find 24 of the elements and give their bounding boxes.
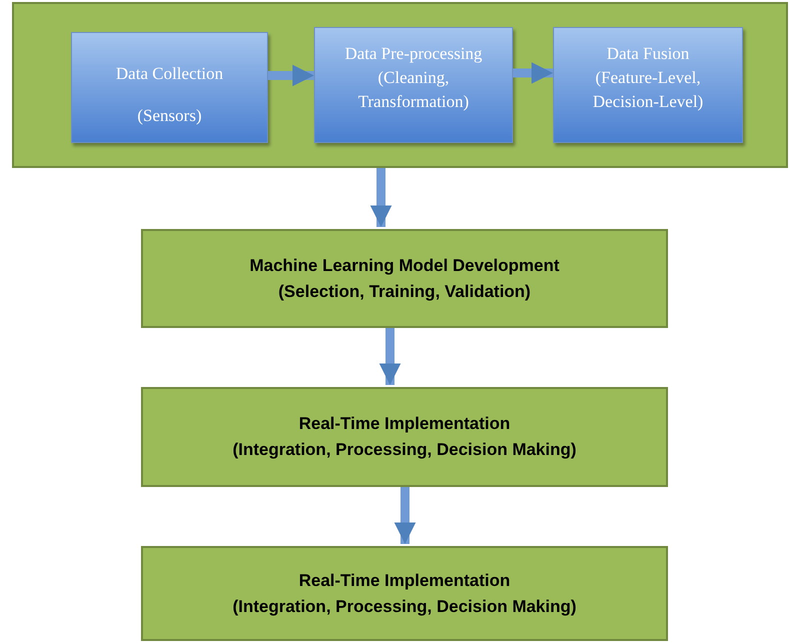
box-text: (Integration, Processing, Decision Making) (232, 596, 576, 618)
box-text: Machine Learning Model Development (250, 254, 560, 276)
process-box (314, 27, 513, 143)
box-text: (Cleaning, Transformation) (357, 67, 470, 113)
container-box (12, 2, 788, 168)
arrow (379, 328, 401, 385)
box-text: (Sensors) (137, 104, 202, 126)
box-text: Real-Time Implementation (298, 413, 510, 435)
box-text: (Feature-Level, Decision-Level) (592, 67, 704, 113)
process-box (71, 32, 268, 143)
box-text: (Selection, Training, Validation) (278, 280, 531, 302)
box-text: Real-Time Implementation (298, 570, 510, 592)
arrow (394, 487, 416, 544)
process-box (141, 546, 668, 641)
process-box (141, 387, 668, 487)
box-text: Data Fusion (606, 43, 690, 65)
box-text: Data Pre-processing (344, 43, 482, 65)
process-box (553, 27, 743, 143)
arrow (370, 168, 392, 227)
arrow (268, 64, 314, 86)
arrow (513, 62, 553, 84)
box-text: (Integration, Processing, Decision Making) (232, 439, 576, 461)
box-text: Data Collection (116, 62, 224, 84)
process-box (141, 229, 668, 328)
